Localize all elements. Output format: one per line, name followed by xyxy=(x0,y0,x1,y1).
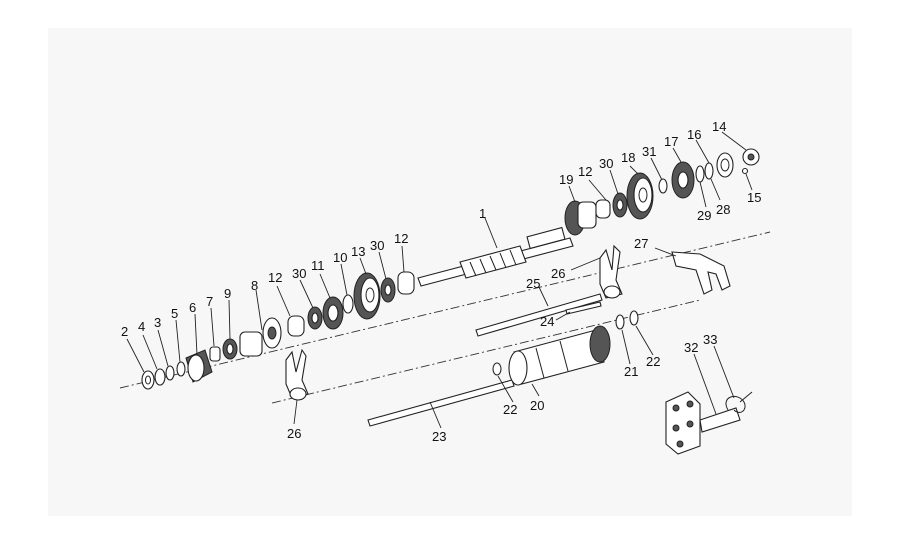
label-13: 13 xyxy=(351,244,365,259)
label-12-right: 12 xyxy=(578,164,592,179)
part-bush-7 xyxy=(209,346,221,362)
part-spring-33 xyxy=(725,391,753,413)
label-28: 28 xyxy=(716,202,730,217)
part-ring-29 xyxy=(695,165,705,183)
part-bearing-30-right xyxy=(612,192,628,218)
part-gear-18 xyxy=(626,172,654,220)
drum-axis xyxy=(271,299,701,404)
label-17: 17 xyxy=(664,134,678,149)
part-hub-8 xyxy=(239,317,282,357)
part-ball-15 xyxy=(741,167,749,175)
label-23: 23 xyxy=(432,429,446,444)
label-15: 15 xyxy=(747,190,761,205)
part-hub-19 xyxy=(564,200,597,236)
label-25: 25 xyxy=(526,276,540,291)
part-gear-17 xyxy=(671,161,695,199)
part-selector-32 xyxy=(665,391,741,455)
part-nut-14 xyxy=(742,148,760,166)
part-bush-12-mid xyxy=(397,271,415,295)
part-shaft-1 xyxy=(417,226,574,287)
label-19: 19 xyxy=(559,172,573,187)
label-31: 31 xyxy=(642,144,656,159)
label-20: 20 xyxy=(530,398,544,413)
label-30-mid: 30 xyxy=(370,238,384,253)
label-3: 3 xyxy=(154,315,161,330)
leader-lines xyxy=(126,131,753,429)
label-6: 6 xyxy=(189,300,196,315)
part-washer-4 xyxy=(154,368,166,386)
label-12-mid: 12 xyxy=(394,231,408,246)
part-bearing-30-left xyxy=(307,306,323,330)
part-rod-23 xyxy=(367,379,515,427)
part-gear-13 xyxy=(353,272,381,320)
label-26-left: 26 xyxy=(287,426,301,441)
part-ring-31 xyxy=(658,178,668,194)
part-bearing-30-mid xyxy=(380,277,396,303)
part-drum-20 xyxy=(508,325,611,386)
part-washer-22-left xyxy=(492,362,502,376)
label-5: 5 xyxy=(171,306,178,321)
label-21: 21 xyxy=(624,364,638,379)
label-24: 24 xyxy=(540,314,554,329)
label-18: 18 xyxy=(621,150,635,165)
label-9: 9 xyxy=(224,286,231,301)
label-14: 14 xyxy=(712,119,726,134)
label-10: 10 xyxy=(333,250,347,265)
part-gear-6 xyxy=(185,349,213,383)
label-1: 1 xyxy=(479,206,486,221)
part-ring-28 xyxy=(704,162,714,180)
part-labels: 1 2 3 4 5 6 7 8 9 10 11 12 12 12 13 14 1… xyxy=(121,119,761,444)
part-bush-12-left xyxy=(287,315,305,337)
part-pin-24 xyxy=(565,301,602,315)
label-30-right: 30 xyxy=(599,156,613,171)
label-27: 27 xyxy=(634,236,648,251)
label-22-left: 22 xyxy=(503,402,517,417)
part-ring-5 xyxy=(176,361,186,377)
label-26-right: 26 xyxy=(551,266,565,281)
part-bearing-16 xyxy=(716,152,734,178)
part-gear-11 xyxy=(322,296,344,330)
label-16: 16 xyxy=(687,127,701,142)
label-4: 4 xyxy=(138,319,145,334)
part-bush-12-right xyxy=(595,199,611,219)
part-ring-21 xyxy=(615,314,625,330)
part-ring-3 xyxy=(165,365,175,381)
label-22-right: 22 xyxy=(646,354,660,369)
label-8: 8 xyxy=(251,278,258,293)
label-30-left: 30 xyxy=(292,266,306,281)
label-33: 33 xyxy=(703,332,717,347)
label-32: 32 xyxy=(684,340,698,355)
label-11: 11 xyxy=(311,258,325,273)
main-shaft-axis xyxy=(119,231,771,389)
part-washer-2 xyxy=(141,370,155,390)
part-washer-10 xyxy=(342,294,354,314)
part-bearing-9 xyxy=(222,338,238,360)
label-29: 29 xyxy=(697,208,711,223)
label-12-left: 12 xyxy=(268,270,282,285)
label-2: 2 xyxy=(121,324,128,339)
label-7: 7 xyxy=(206,294,213,309)
part-rod-25 xyxy=(475,293,603,337)
part-fork-26-left xyxy=(285,348,309,401)
part-washer-22-right xyxy=(629,310,639,326)
part-fork-27 xyxy=(671,251,731,295)
part-fork-26-right xyxy=(599,244,623,299)
